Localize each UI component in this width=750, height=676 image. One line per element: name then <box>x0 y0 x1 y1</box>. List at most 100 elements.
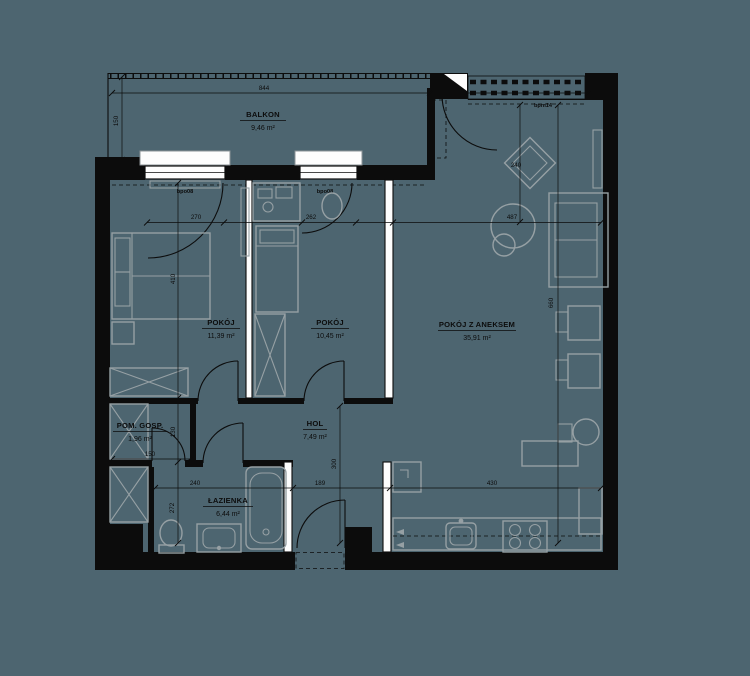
washbasin <box>202 527 236 549</box>
drawer-arrow-1 <box>396 529 404 535</box>
kitchen <box>392 461 603 553</box>
shaft-x <box>109 466 149 523</box>
windows: bpo08 bpo08 bpm14 <box>139 75 586 195</box>
dim-living-height: 660 <box>548 297 555 308</box>
balkon-area: 9,46 m² <box>251 125 275 132</box>
radiator-living <box>592 129 603 189</box>
bedroom2-door-arc <box>303 360 345 402</box>
dim-tick <box>143 219 605 226</box>
armchair-outer <box>503 136 557 190</box>
bathroom-fixtures <box>158 466 287 554</box>
basin-faucet <box>216 545 222 551</box>
lazienka-area: 6,44 m² <box>216 511 240 518</box>
living-furniture <box>490 129 609 467</box>
pomgosp-label: POM. GOSP. <box>117 421 164 430</box>
wall-top-right-corner <box>585 73 618 100</box>
wall-bottom-left <box>95 552 295 570</box>
dim-pomgosp-width: 150 <box>145 451 156 458</box>
wall-left <box>95 157 110 570</box>
dim-window-2: 262 <box>306 214 317 221</box>
entrance-threshold <box>295 552 345 569</box>
wall-bathroom-right <box>283 461 293 553</box>
wall-top-seg1 <box>110 165 145 180</box>
entry-notch <box>444 74 467 91</box>
wall-bottom-right <box>345 552 618 570</box>
window-1-label: bpo08 <box>177 189 193 195</box>
burner-3 <box>508 536 522 550</box>
toilet-bowl <box>159 519 183 547</box>
chair-bedroom-2 <box>321 192 343 220</box>
dining-chair-2 <box>555 359 569 381</box>
nightstand-1 <box>111 321 135 345</box>
dim-tick <box>118 73 126 164</box>
dining-table-2 <box>567 353 601 389</box>
desk <box>252 182 301 222</box>
dimensions: 844 150 270 262 487 240 660 410 130 150 … <box>108 73 605 547</box>
doors <box>147 94 498 569</box>
wall-pomgosp-bottom2 <box>185 460 203 467</box>
shaft-block <box>104 524 143 552</box>
lazienka-label: ŁAZIENKA <box>208 496 248 505</box>
dim-tick <box>108 455 194 463</box>
wall-right <box>603 73 618 570</box>
wall-corridor-seg2 <box>238 398 304 404</box>
dim-pomgosp-height: 130 <box>170 426 177 437</box>
kitchen-counter <box>392 517 602 551</box>
burner-4 <box>528 536 542 550</box>
pokoj2-area: 10,45 m² <box>316 333 344 340</box>
window-2-label: bpo08 <box>317 189 333 195</box>
round-table <box>490 203 536 249</box>
wall-kitchen-entry <box>382 461 392 553</box>
dim-pokoj1-height: 410 <box>170 273 177 284</box>
radiator-window-1 <box>149 180 221 189</box>
balcony-door-2-arc <box>301 182 353 234</box>
dim-tick <box>516 101 524 226</box>
toilet-tank <box>158 544 185 554</box>
dim-hol-width: 189 <box>315 480 326 487</box>
window-1-sill <box>139 150 231 166</box>
entrance-door-arc <box>296 499 346 549</box>
bathtub-inner <box>249 472 283 544</box>
shelf-bedroom-2 <box>240 187 250 257</box>
balcony <box>107 72 432 157</box>
vanity <box>196 523 242 553</box>
furniture-pomgosp <box>109 403 149 523</box>
wardrobe-bedroom-2 <box>254 313 286 397</box>
fridge <box>392 461 422 493</box>
wall-pomgosp-right <box>190 404 196 460</box>
dim-tick <box>174 179 182 547</box>
wall-corridor-seg1 <box>110 398 198 404</box>
living-label: POKÓJ Z ANEKSEM <box>439 320 515 329</box>
upper-entry-door-arc <box>441 94 498 151</box>
wall-bathroom-left <box>148 467 154 552</box>
bed-2-pillow <box>259 229 295 244</box>
balcony-door-1-arc <box>147 182 224 259</box>
wall-bedroom2-living <box>384 179 394 399</box>
window-3-label: bpm14 <box>534 103 553 109</box>
dim-living-width: 487 <box>507 214 518 221</box>
dim-tick <box>336 402 344 547</box>
dining-chair-3 <box>557 423 573 443</box>
window-2-sill <box>294 150 363 166</box>
pokoj2-label: POKÓJ <box>316 318 344 327</box>
armchair-inner <box>512 145 548 181</box>
kitchen-sink-basin <box>449 526 473 546</box>
pokoj1-label: POKÓJ <box>207 318 235 327</box>
dim-top-width: 844 <box>259 85 270 92</box>
wall-bathroom-top <box>243 460 293 467</box>
fridge-mark <box>400 469 409 478</box>
kitchen-counter-right <box>578 487 603 535</box>
pomgosp-area: 1,96 m² <box>128 436 152 443</box>
room-labels: BALKON 9,46 m² POKÓJ 11,39 m² POKÓJ 10,4… <box>113 110 516 518</box>
bedroom1-door-arc <box>197 360 239 402</box>
burner-1 <box>508 523 522 537</box>
shaft-box <box>109 466 149 523</box>
furniture-bedroom-2 <box>240 182 343 397</box>
sofa <box>548 192 609 288</box>
wall-entry-pilaster <box>345 527 372 552</box>
dim-tick <box>554 101 562 547</box>
kitchen-faucet <box>458 518 464 524</box>
dim-kitchen-width: 430 <box>487 480 498 487</box>
